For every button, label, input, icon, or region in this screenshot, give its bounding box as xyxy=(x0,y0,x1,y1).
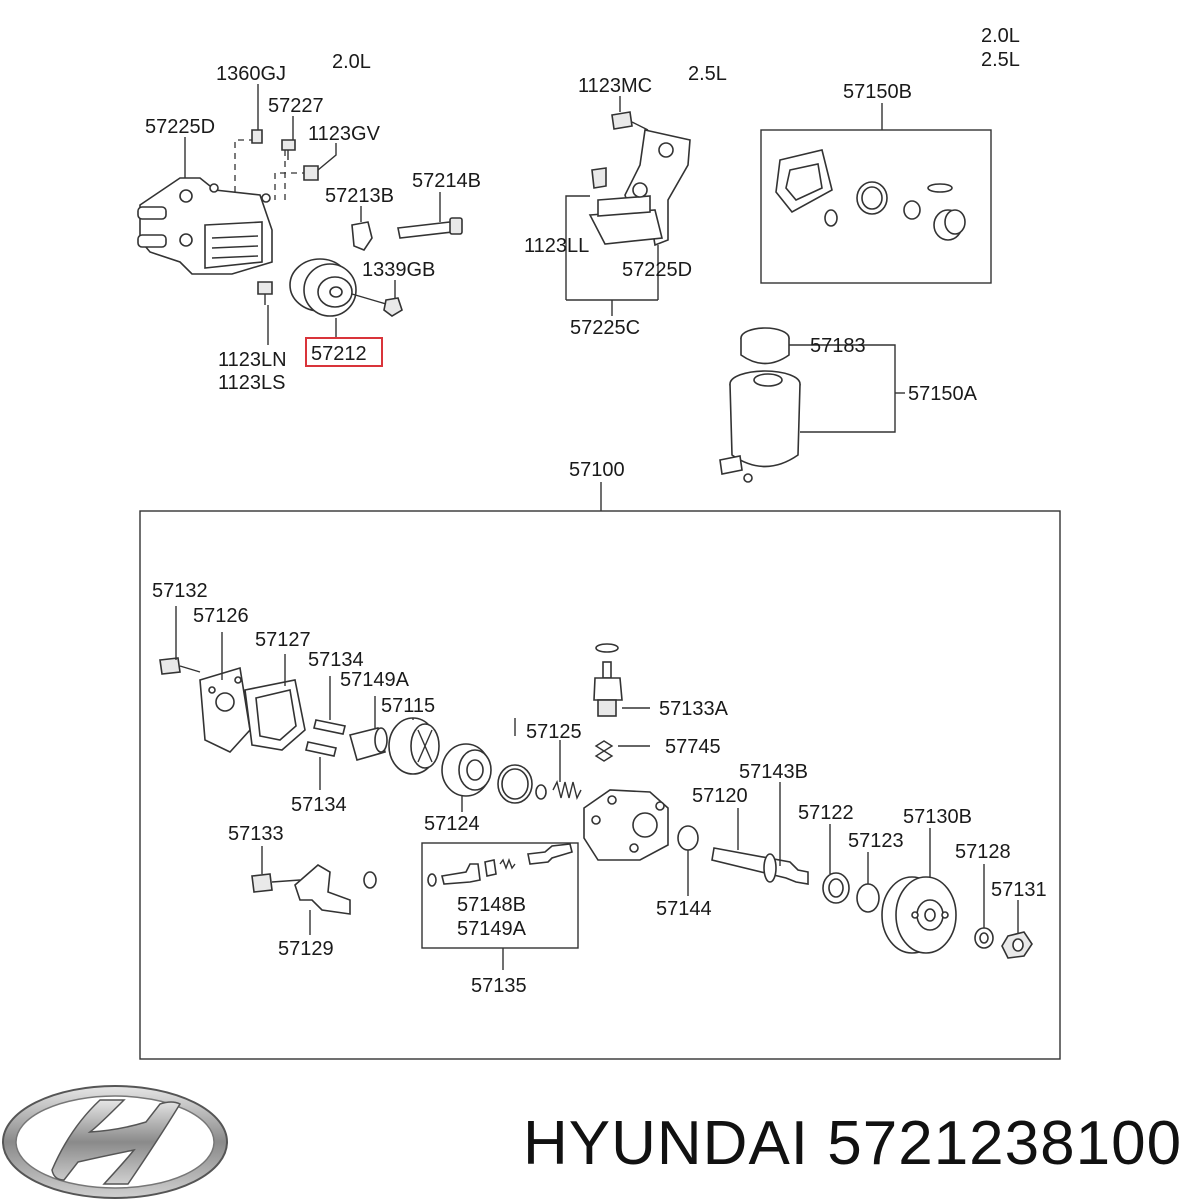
part-label: 57225D xyxy=(622,259,692,281)
engine-variant-label: 2.0L xyxy=(332,51,371,73)
engine-variant-label: 2.0L xyxy=(981,25,1020,47)
part-label: 57128 xyxy=(955,841,1011,863)
hyundai-logo-icon xyxy=(2,1085,228,1199)
part-label: 57124 xyxy=(424,813,480,835)
part-label: 57126 xyxy=(193,605,249,627)
part-label: 57227 xyxy=(268,95,324,117)
part-label: 1123MC xyxy=(578,75,652,97)
seal-kit-57150b xyxy=(760,103,992,284)
part-label: 57123 xyxy=(848,830,904,852)
part-label: 57214B xyxy=(412,170,481,192)
part-label: 57130B xyxy=(903,806,972,828)
part-label: 1360GJ xyxy=(216,63,286,85)
reservoir-57150a xyxy=(719,327,905,483)
bracket-assembly-2-0l xyxy=(137,84,463,367)
part-label: 57134 xyxy=(308,649,364,671)
part-label: 1123LL xyxy=(524,235,589,257)
part-label: 57183 xyxy=(810,335,866,357)
part-label: 57149A xyxy=(340,669,410,691)
engine-variant-label: 2.5L xyxy=(688,63,727,85)
part-label: 57127 xyxy=(255,629,311,651)
part-number-title: HYUNDAI 5721238100 xyxy=(523,1109,1183,1178)
part-label: 57132 xyxy=(152,580,208,602)
target-part-highlight xyxy=(305,337,383,367)
part-label: 57122 xyxy=(798,802,854,824)
target-part-label: 57212 xyxy=(311,343,367,365)
part-label: 57134 xyxy=(291,794,347,816)
part-label: 1123LS xyxy=(218,372,285,394)
part-label: 57135 xyxy=(471,975,527,997)
part-label: 57149A xyxy=(457,918,527,940)
part-label: 1339GB xyxy=(362,259,435,281)
part-label: 57129 xyxy=(278,938,334,960)
part-label: 57150A xyxy=(908,383,978,405)
part-labels: 1360GJ 2.0L 57227 57225D 1123GV 57213B 5… xyxy=(145,25,1047,997)
part-label: 57143B xyxy=(739,761,808,783)
part-label: 57115 xyxy=(381,695,435,717)
part-label: 57133A xyxy=(659,698,729,720)
pump-assembly-frame xyxy=(139,510,1061,1060)
part-label: 57148B xyxy=(457,894,526,916)
part-label: 1123GV xyxy=(308,123,381,145)
part-label: 57125 xyxy=(526,721,582,743)
part-label: 57131 xyxy=(991,879,1047,901)
part-label: 1123LN xyxy=(218,349,287,371)
bracket-assembly-2-5l xyxy=(565,96,691,316)
part-label: 57100 xyxy=(569,459,625,481)
part-label: 57133 xyxy=(228,823,284,845)
part-label: 57150B xyxy=(843,81,912,103)
part-label: 57213B xyxy=(325,185,394,207)
part-label: 57225D xyxy=(145,116,215,138)
engine-variant-label: 2.5L xyxy=(981,49,1020,71)
part-label: 57144 xyxy=(656,898,712,920)
part-label: 57120 xyxy=(692,785,748,807)
part-label: 57225C xyxy=(570,317,640,339)
part-label: 57745 xyxy=(665,736,721,758)
pump-internal-parts xyxy=(159,606,1033,970)
